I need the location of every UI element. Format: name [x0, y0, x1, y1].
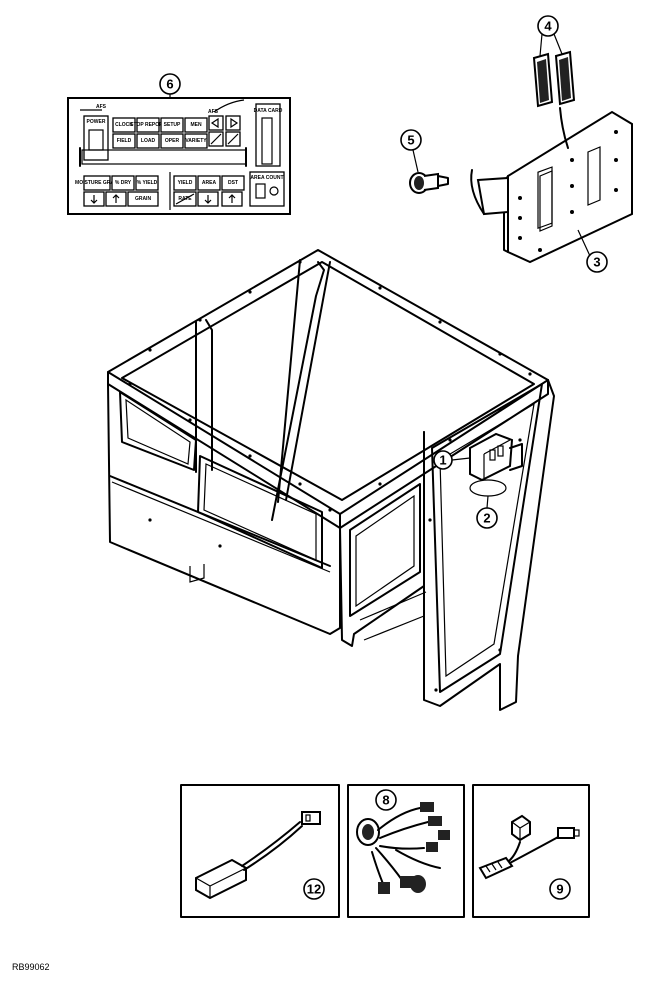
svg-text:3: 3: [593, 255, 600, 270]
key-variety: VARIETY: [185, 138, 207, 144]
control-panel: AFS AFS POWER CLOCK STOP REPORT SETUP ME…: [67, 97, 291, 215]
data-card-label: DATA CARD: [254, 108, 283, 114]
callout-4: 4: [537, 15, 563, 57]
callout-3: 3: [577, 229, 608, 273]
callout-1: 1: [433, 450, 471, 470]
area-count-label: AREA COUNT: [250, 175, 283, 181]
key-men: MEN: [190, 122, 202, 128]
panel-brand: AFS: [208, 109, 219, 115]
key-stop-report: STOP REPORT: [130, 122, 166, 128]
power-label: POWER: [87, 119, 106, 125]
key-area: AREA: [202, 180, 217, 186]
panel-keys-mid: FIELD LOAD OPER VARIETY: [112, 131, 241, 149]
cab-frame: [107, 249, 555, 711]
svg-text:1: 1: [439, 453, 446, 468]
harness-box-8: 8: [347, 784, 465, 918]
svg-text:4: 4: [544, 19, 552, 34]
harness-box-12: 12: [180, 784, 340, 918]
key-yield: YIELD: [178, 180, 193, 186]
harness-box-9: 9: [472, 784, 590, 918]
panel-keys-bottom-left: MOISTURE GRAIN % DRY % YIELD GRAIN: [75, 175, 159, 207]
panel-keys-top: CLOCK STOP REPORT SETUP MEN: [112, 115, 241, 133]
callout-12: 12: [307, 882, 321, 897]
velcro-pads: [532, 50, 576, 108]
key-load: LOAD: [141, 138, 156, 144]
key-field: FIELD: [117, 138, 132, 144]
key-clock: CLOCK: [115, 122, 133, 128]
key-dst: DST: [228, 180, 238, 186]
callout-2: 6: [159, 73, 181, 98]
svg-text:5: 5: [407, 133, 414, 148]
callout-9: 9: [556, 882, 563, 897]
mounting-bracket: [470, 107, 633, 264]
key-dry: % DRY: [115, 180, 132, 186]
svg-text:2: 2: [483, 511, 490, 526]
key-yield-pct: % YIELD: [137, 180, 158, 186]
mounting-knob: [409, 172, 449, 194]
figure-code: RB99062: [12, 962, 50, 972]
callout-5: 5: [400, 129, 422, 173]
key-oper: OPER: [165, 138, 180, 144]
panel-logo: AFS: [96, 104, 107, 110]
panel-keys-bottom-right: YIELD AREA DST RATE: [173, 175, 245, 207]
controller-module: [469, 432, 523, 497]
callout-6: 2: [476, 495, 498, 529]
key-setup: SETUP: [164, 122, 181, 128]
svg-text:6: 6: [166, 77, 173, 92]
callout-8: 8: [382, 793, 389, 808]
key-grain: GRAIN: [135, 196, 152, 202]
key-moisture-grain: MOISTURE GRAIN: [75, 180, 119, 186]
